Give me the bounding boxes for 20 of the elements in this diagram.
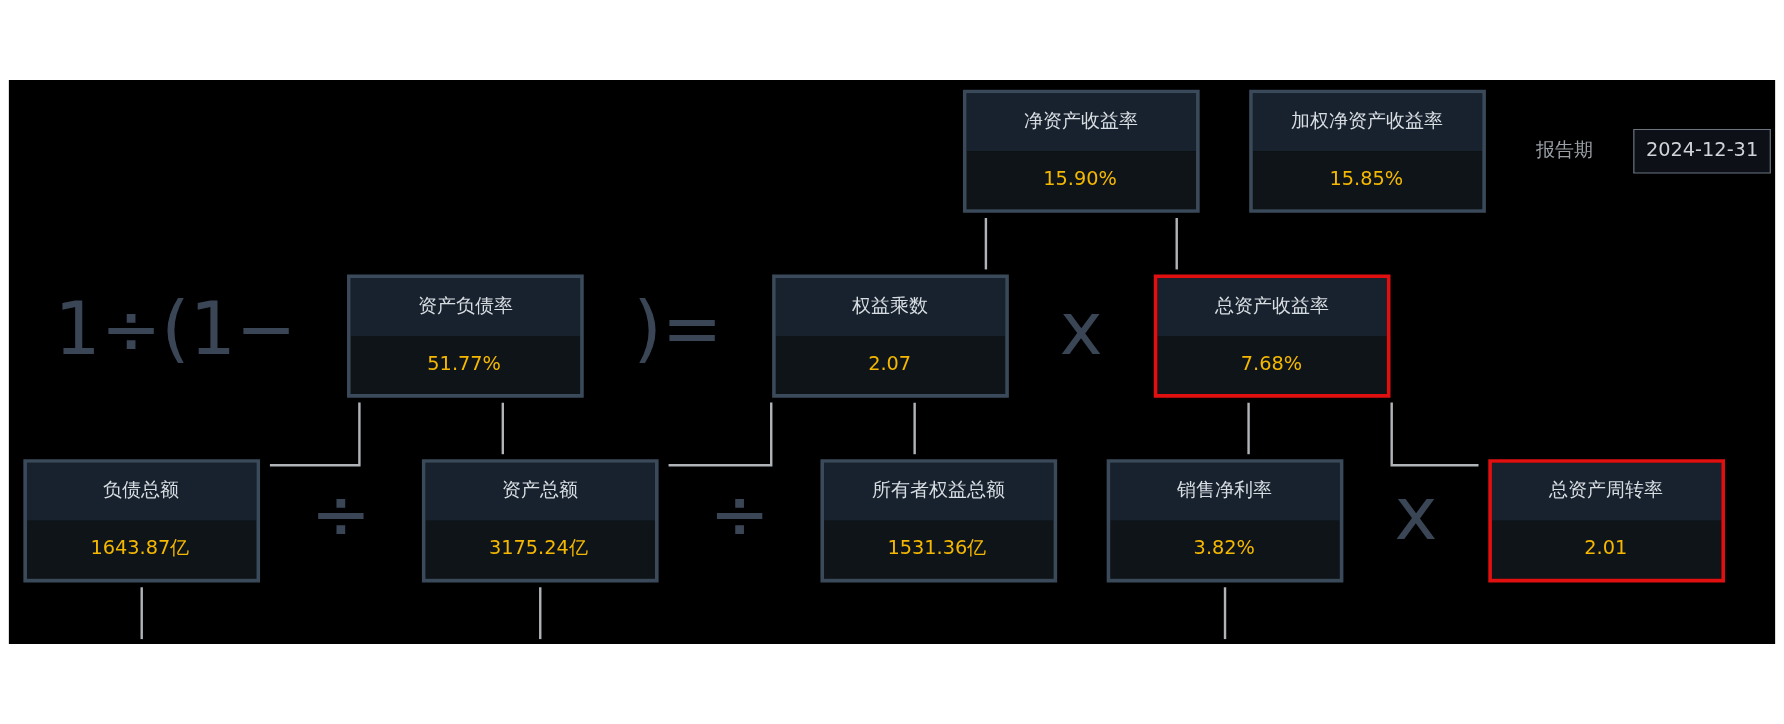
label: ÷ xyxy=(310,471,372,556)
connector xyxy=(140,587,143,640)
label: x xyxy=(1059,287,1103,372)
connector xyxy=(1247,402,1250,455)
node-box: 总资产收益率 7.68% xyxy=(1153,274,1391,398)
connector xyxy=(1390,402,1479,467)
connector xyxy=(913,402,916,455)
label: x xyxy=(1394,471,1438,556)
connector xyxy=(984,217,988,270)
label: )= xyxy=(633,287,723,372)
connector xyxy=(1223,587,1227,640)
connector xyxy=(501,402,505,455)
connector xyxy=(539,587,542,640)
connector xyxy=(269,402,361,467)
label: 报告期 xyxy=(1535,137,1593,161)
label: 2024-12-31 xyxy=(1645,137,1759,161)
label: ÷ xyxy=(709,471,770,556)
label: 1÷(1− xyxy=(54,287,297,372)
connector xyxy=(668,402,773,467)
connector xyxy=(1175,217,1178,270)
